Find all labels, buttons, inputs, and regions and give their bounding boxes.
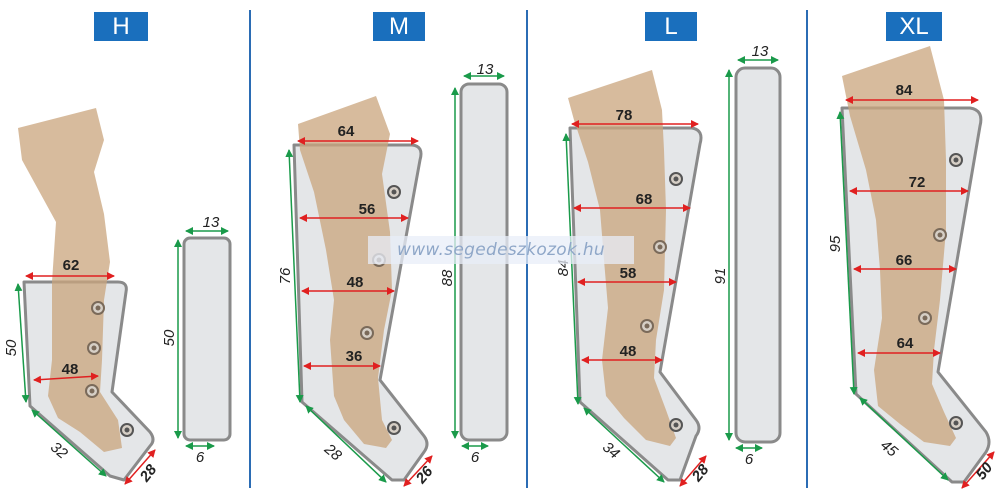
dim-panel-bottom-m: 6	[471, 449, 480, 466]
port-icon	[87, 341, 101, 355]
port-icon	[387, 421, 401, 435]
dim-toe-h: 28	[136, 461, 161, 486]
port-icon	[387, 185, 401, 199]
dim-top-width-h: 62	[63, 257, 80, 274]
column-divider	[249, 10, 251, 488]
dim-panel-height-l: 91	[712, 268, 729, 285]
port-icon	[91, 301, 105, 315]
dim-panel-width-l: 13	[752, 43, 769, 60]
dim-width-3-m: 36	[346, 348, 363, 365]
dim-width-2-m: 48	[347, 274, 364, 291]
dim-height-m: 76	[277, 267, 294, 284]
port-icon	[949, 416, 963, 430]
leg-silhouette-h	[18, 108, 122, 452]
dim-toe-l: 28	[688, 461, 713, 486]
dim-width-2-xl: 66	[896, 252, 913, 269]
size-badge-m: M	[373, 12, 425, 41]
dim-height-h: 50	[3, 339, 20, 356]
dim-lower-width-h: 48	[62, 361, 79, 378]
dim-width-2-l: 58	[620, 265, 637, 282]
dim-width-1-xl: 72	[909, 174, 926, 191]
dim-panel-height-m: 88	[439, 269, 456, 286]
port-icon	[85, 384, 99, 398]
dim-height-xl: 95	[827, 235, 844, 252]
dim-width-1-m: 56	[359, 201, 376, 218]
dim-foot-l: 34	[599, 439, 623, 463]
dim-foot-xl: 45	[877, 437, 901, 461]
port-icon	[669, 172, 683, 186]
dim-panel-height-h: 50	[161, 329, 178, 346]
dim-panel-width-m: 13	[477, 61, 494, 78]
dim-panel-bottom-h: 6	[196, 449, 205, 466]
port-icon	[669, 418, 683, 432]
size-xl-group: 84 72 66 64 95 45 50	[827, 46, 997, 489]
column-divider	[806, 10, 808, 488]
side-panel-h	[182, 236, 232, 442]
size-m-group: 64 56 48 36 76 28 26 13 88 6	[277, 61, 509, 488]
dim-width-3-xl: 64	[897, 335, 914, 352]
dim-panel-bottom-l: 6	[745, 451, 754, 468]
dim-top-width-l: 78	[616, 107, 633, 124]
port-icon	[949, 153, 963, 167]
size-l-group: 78 68 58 48 84 34 28 13 91 6	[555, 43, 782, 487]
size-badge-h: H	[94, 12, 148, 41]
watermark: www.segedeszkozok.hu	[368, 236, 634, 264]
size-badge-l: L	[645, 12, 697, 41]
port-icon	[653, 240, 667, 254]
side-panel-l	[734, 66, 782, 444]
leg-silhouette-xl	[842, 46, 956, 446]
dim-top-width-m: 64	[338, 123, 355, 140]
dim-foot-m: 28	[320, 440, 345, 465]
dim-top-width-xl: 84	[896, 82, 913, 99]
leg-silhouette-m	[298, 96, 392, 448]
dim-toe-m: 26	[412, 463, 437, 488]
port-icon	[640, 319, 654, 333]
size-badge-xl: XL	[886, 12, 942, 41]
port-icon	[933, 228, 947, 242]
port-icon	[120, 423, 134, 437]
port-icon	[918, 311, 932, 325]
dim-panel-width-h: 13	[203, 214, 220, 231]
dim-width-1-l: 68	[636, 191, 653, 208]
dim-width-3-l: 48	[620, 343, 637, 360]
size-h-group: 62 48 50 32 28 13 50 6	[3, 108, 232, 486]
port-icon	[360, 326, 374, 340]
